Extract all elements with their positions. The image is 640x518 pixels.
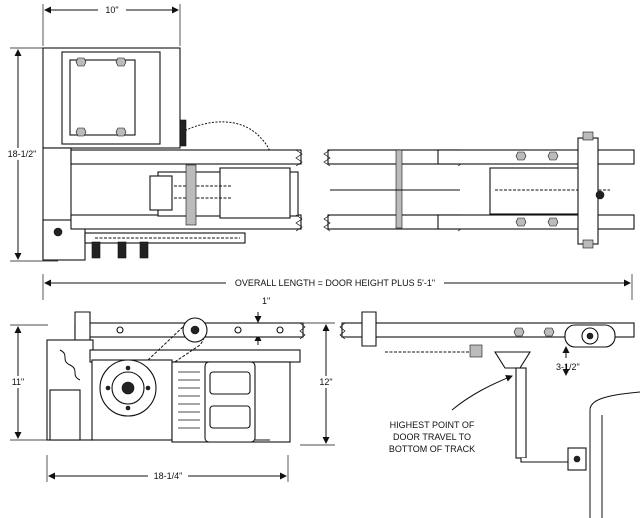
travel-note-line2: DOOR TRAVEL TO	[393, 432, 471, 442]
track-drop-label: 3-1/2"	[556, 362, 580, 372]
travel-callout-leader	[451, 375, 513, 411]
top-view: 10" 18-1/2"	[2, 3, 635, 262]
overall-length-dimension: OVERALL LENGTH = DOOR HEIGHT PLUS 5'-1"	[42, 274, 633, 300]
side-height-right-label: 12"	[319, 377, 332, 387]
travel-note-line3: BOTTOM OF TRACK	[389, 444, 475, 454]
travel-note-line1: HIGHEST POINT OF	[390, 420, 475, 430]
door-arm	[515, 367, 527, 459]
side-track-rail-right	[341, 322, 635, 338]
small-offset-label: 1"	[262, 296, 270, 306]
side-view: 11" 12" 18-1/4" 1"	[6, 296, 640, 518]
top-height-label: 18-1/2"	[8, 149, 37, 159]
side-height-left-label: 11"	[12, 377, 25, 387]
power-cable	[181, 121, 273, 159]
track-rail-end	[437, 149, 635, 165]
track-rail-top	[70, 149, 302, 165]
overall-length-label: OVERALL LENGTH = DOOR HEIGHT PLUS 5'-1"	[235, 278, 435, 288]
top-width-label: 10"	[105, 5, 118, 15]
door-panel	[589, 391, 640, 518]
side-width-label: 18-1/4"	[154, 471, 183, 481]
